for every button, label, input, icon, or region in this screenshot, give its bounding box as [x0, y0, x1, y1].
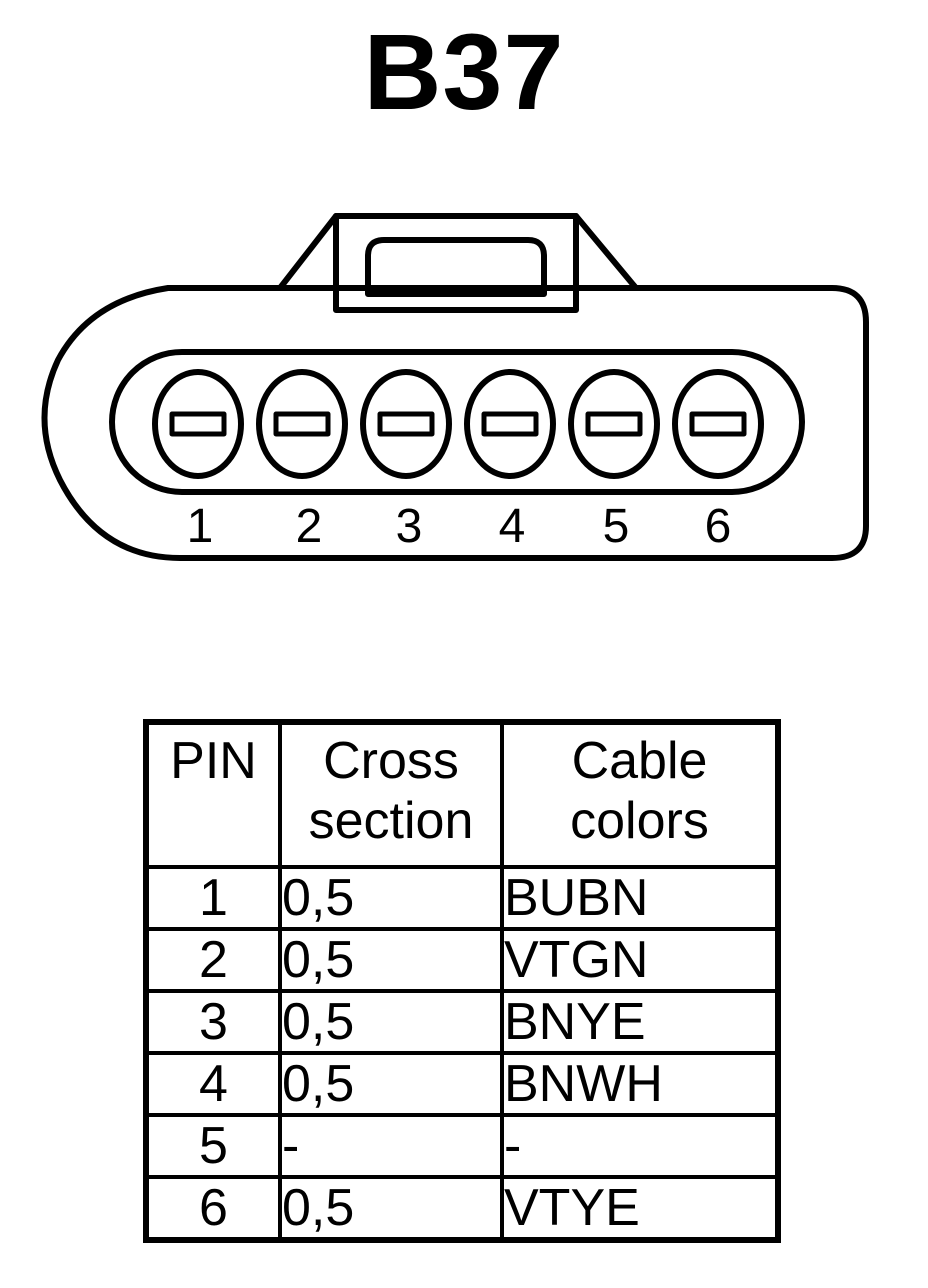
pin-cell: 5	[144, 1113, 282, 1179]
pin-cavity	[109, 349, 805, 495]
cable-color-cell: BUBN	[500, 865, 780, 931]
cable-color-cell: VTGN	[500, 927, 780, 993]
terminal-blade-3	[377, 411, 435, 437]
pin-cell: 6	[144, 1175, 282, 1242]
terminal-blade-1	[169, 411, 227, 437]
terminal-2	[256, 369, 348, 479]
pin-cell: 3	[144, 989, 282, 1055]
pin-label-3: 3	[396, 500, 423, 553]
table-row: 4 0,5 BNWH	[144, 1051, 780, 1117]
pin-label-6: 6	[705, 500, 732, 553]
terminal-5	[568, 369, 660, 479]
terminal-6	[672, 369, 764, 479]
terminal-4	[464, 369, 556, 479]
cross-section-cell: -	[278, 1113, 504, 1179]
cable-color-cell: VTYE	[500, 1175, 780, 1242]
terminal-3	[360, 369, 452, 479]
terminal-blade-5	[585, 411, 643, 437]
table-row: 1 0,5 BUBN	[144, 865, 780, 931]
pin-label-4: 4	[499, 500, 526, 553]
terminal-blade-2	[273, 411, 331, 437]
connector-drawing: 1 2 3 4 5 6	[41, 213, 869, 561]
terminal-blades	[169, 411, 747, 437]
terminal-blade-6	[689, 411, 747, 437]
cable-color-cell: -	[500, 1113, 780, 1179]
cross-section-cell: 0,5	[278, 989, 504, 1055]
table-row: 6 0,5 VTYE	[144, 1175, 780, 1242]
cable-color-cell: BNWH	[500, 1051, 780, 1117]
header-pin: PIN	[144, 720, 282, 869]
latch-body	[333, 213, 579, 313]
cross-section-cell: 0,5	[278, 1175, 504, 1242]
diagram-title: B37	[363, 11, 565, 132]
table-row: 5 - -	[144, 1113, 780, 1179]
pin-label-5: 5	[603, 500, 630, 553]
pin-cell: 2	[144, 927, 282, 993]
latch-window	[365, 237, 547, 297]
table-row: 2 0,5 VTGN	[144, 927, 780, 993]
cross-section-cell: 0,5	[278, 865, 504, 931]
pin-label-2: 2	[296, 500, 323, 553]
terminal-blade-4	[481, 411, 539, 437]
connector-housing	[41, 285, 869, 561]
terminal-1	[152, 369, 244, 479]
pin-cell: 1	[144, 865, 282, 931]
pin-cell: 4	[144, 1051, 282, 1117]
terminals	[152, 369, 764, 479]
cross-section-cell: 0,5	[278, 1051, 504, 1117]
cross-section-cell: 0,5	[278, 927, 504, 993]
cable-color-cell: BNYE	[500, 989, 780, 1055]
pin-label-1: 1	[187, 500, 214, 553]
table-row: 3 0,5 BNYE	[144, 989, 780, 1055]
